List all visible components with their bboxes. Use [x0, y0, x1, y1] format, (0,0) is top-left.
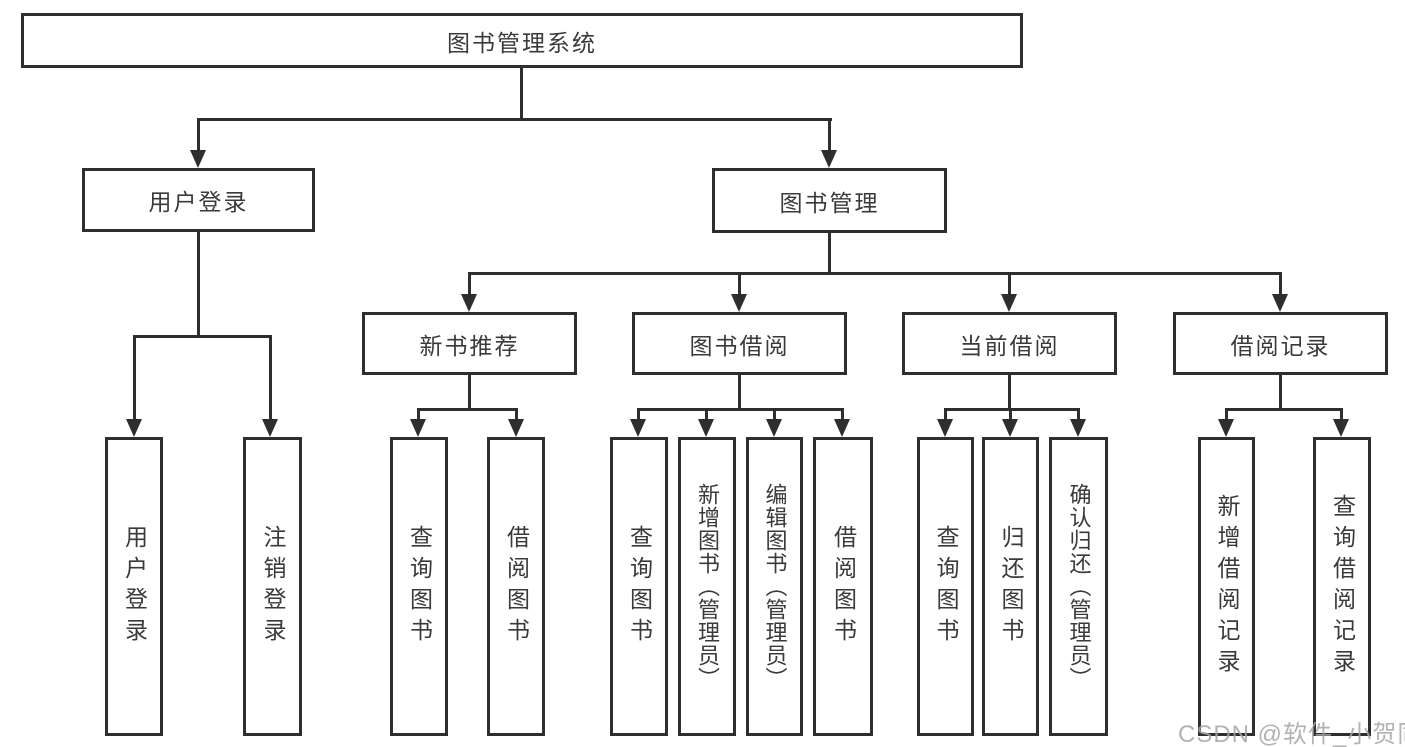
connector-line — [1077, 408, 1080, 419]
connector-line — [1009, 408, 1012, 419]
node-borrowing-records: 借阅记录 — [1173, 312, 1388, 375]
connector-line — [133, 335, 136, 419]
node-label: 归还图书 — [998, 524, 1024, 649]
arrow-down-icon — [410, 419, 426, 437]
node-new-book-recommendation: 新书推荐 — [362, 312, 577, 375]
connector-line — [133, 335, 272, 338]
connector-line — [1225, 408, 1228, 419]
node-label: 用户登录 — [148, 189, 249, 215]
node-label: 图书管理 — [779, 189, 880, 216]
connector-line — [468, 272, 1281, 275]
arrow-down-icon — [1002, 419, 1018, 437]
arrow-down-icon — [834, 419, 850, 437]
node-book-management: 图书管理 — [712, 168, 947, 233]
leaf-query-books-borrow: 查询图书 — [610, 437, 668, 736]
leaf-borrow-books: 借阅图书 — [813, 437, 873, 736]
arrow-down-icon — [1070, 419, 1086, 437]
node-label: 查询借阅记录 — [1329, 493, 1356, 680]
leaf-logout: 注销登录 — [243, 437, 302, 736]
connector-line — [197, 118, 200, 152]
arrow-down-icon — [190, 150, 206, 168]
arrow-down-icon — [126, 419, 142, 437]
connector-line — [1279, 375, 1282, 408]
connector-line — [637, 408, 844, 411]
arrow-down-icon — [937, 419, 953, 437]
arrow-down-icon — [766, 419, 782, 437]
connector-line — [828, 233, 831, 272]
csdn-watermark: CSDN @软件_小贺同学 — [1178, 721, 1405, 747]
connector-line — [944, 408, 1080, 411]
connector-line — [1279, 272, 1282, 294]
connector-line — [1008, 272, 1011, 294]
node-label: 图书管理系统 — [447, 29, 597, 56]
arrow-down-icon — [698, 419, 714, 437]
connector-line — [841, 408, 844, 419]
leaf-add-books-admin: 新增图书（管理员） — [678, 437, 736, 736]
node-label: 编辑图书（管理员） — [762, 483, 788, 690]
leaf-query-books-recommend: 查询图书 — [390, 437, 448, 736]
connector-line — [738, 375, 741, 408]
arrow-down-icon — [461, 294, 477, 312]
connector-line — [520, 68, 523, 120]
node-label: 用户登录 — [121, 524, 148, 649]
connector-line — [773, 408, 776, 419]
connector-line — [944, 408, 947, 419]
connector-line — [637, 408, 640, 419]
arrow-down-icon — [821, 150, 837, 168]
connector-line — [705, 408, 708, 419]
connector-line — [417, 408, 518, 411]
node-label: 当前借阅 — [959, 332, 1060, 359]
node-label: 图书借阅 — [689, 332, 790, 359]
leaf-add-borrow-record: 新增借阅记录 — [1198, 437, 1255, 736]
connector-line — [468, 272, 471, 294]
connector-line — [197, 118, 832, 121]
connector-line — [515, 408, 518, 419]
node-label: 确认归还（管理员） — [1066, 483, 1092, 690]
connector-line — [828, 118, 831, 152]
leaf-borrow-books-recommend: 借阅图书 — [487, 437, 545, 736]
arrow-down-icon — [1001, 294, 1017, 312]
leaf-return-books: 归还图书 — [982, 437, 1039, 736]
arrow-down-icon — [508, 419, 524, 437]
connector-line — [1225, 408, 1342, 411]
leaf-edit-books-admin: 编辑图书（管理员） — [746, 437, 803, 736]
connector-line — [1340, 408, 1343, 419]
leaf-user-login: 用户登录 — [105, 437, 163, 736]
node-label: 查询图书 — [933, 524, 959, 649]
arrow-down-icon — [262, 419, 278, 437]
connector-line — [468, 375, 471, 408]
connector-line — [197, 232, 200, 335]
connector-line — [1008, 375, 1011, 408]
node-current-borrowing: 当前借阅 — [902, 312, 1117, 375]
arrow-down-icon — [630, 419, 646, 437]
node-user-login: 用户登录 — [82, 168, 315, 232]
connector-line — [269, 335, 272, 419]
arrow-down-icon — [1272, 294, 1288, 312]
node-label: 注销登录 — [260, 524, 286, 649]
node-label: 借阅记录 — [1230, 332, 1331, 359]
node-label: 借阅图书 — [503, 524, 530, 649]
leaf-query-books-current: 查询图书 — [917, 437, 974, 736]
connector-line — [417, 408, 420, 419]
node-label: 新增借阅记录 — [1214, 493, 1240, 680]
node-label: 借阅图书 — [830, 524, 857, 649]
arrow-down-icon — [731, 294, 747, 312]
node-label: 查询图书 — [626, 524, 653, 649]
node-book-borrowing: 图书借阅 — [632, 312, 847, 375]
arrow-down-icon — [1333, 419, 1349, 437]
node-label: 新增图书（管理员） — [695, 483, 720, 690]
arrow-down-icon — [1218, 419, 1234, 437]
node-label: 新书推荐 — [419, 332, 520, 359]
leaf-confirm-return-admin: 确认归还（管理员） — [1049, 437, 1108, 736]
node-label: 查询图书 — [406, 524, 433, 649]
connector-line — [738, 272, 741, 294]
leaf-query-borrow-record: 查询借阅记录 — [1313, 437, 1371, 736]
node-library-management-system: 图书管理系统 — [21, 13, 1023, 68]
